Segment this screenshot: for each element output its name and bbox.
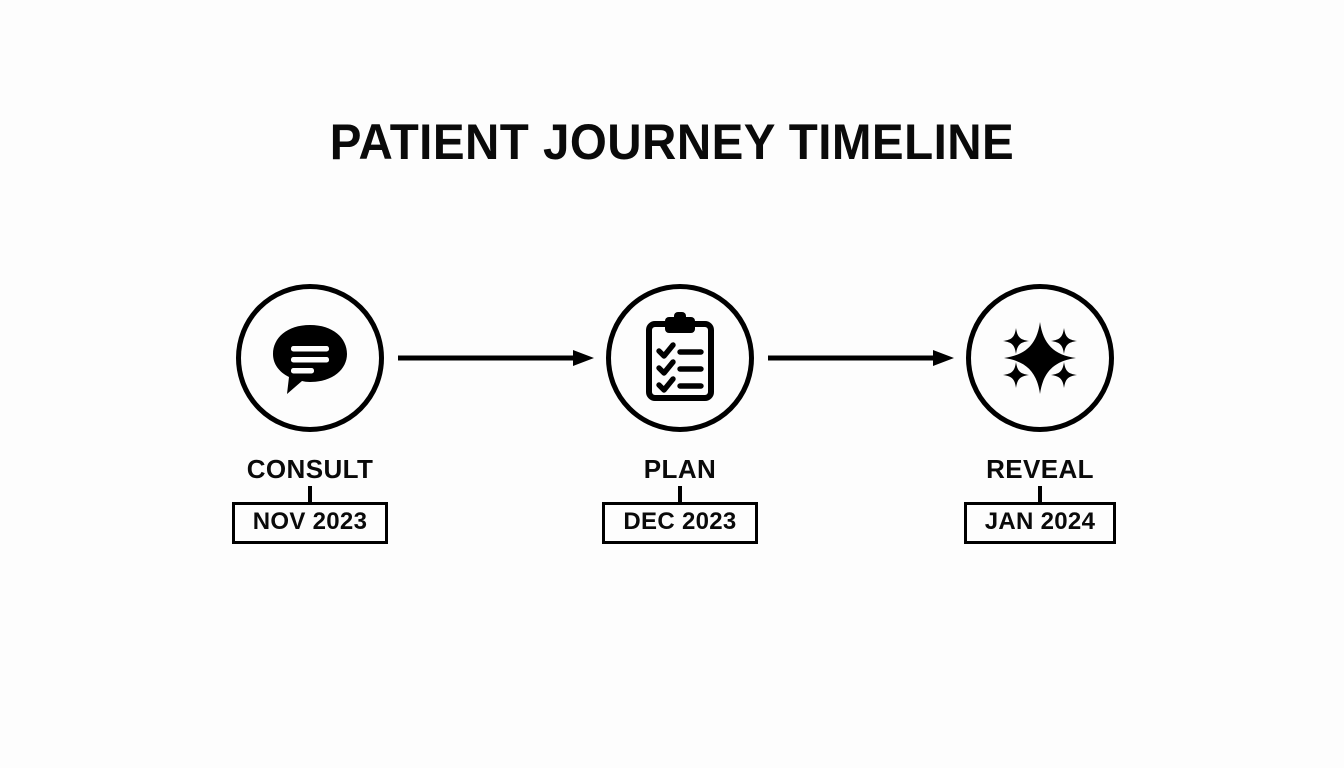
- step-icon-circle-consult: [236, 284, 384, 432]
- page-title: PATIENT JOURNEY TIMELINE: [329, 114, 1015, 170]
- arrow-plan-to-reveal: [768, 348, 954, 368]
- step-icon-circle-plan: [606, 284, 754, 432]
- timeline-step-consult[interactable]: CONSULT NOV 2023: [190, 284, 430, 544]
- step-date-consult: NOV 2023: [231, 502, 389, 544]
- step-date-reveal: JAN 2024: [963, 502, 1117, 544]
- step-label-consult: CONSULT: [246, 454, 374, 484]
- step-date-plan: DEC 2023: [602, 502, 758, 544]
- speech-bubble-icon: [267, 315, 353, 401]
- arrow-consult-to-plan: [398, 348, 594, 368]
- timeline-step-reveal[interactable]: REVEAL JAN 2024: [920, 284, 1160, 544]
- sparkles-icon: [996, 314, 1084, 402]
- step-label-plan: PLAN: [643, 454, 717, 484]
- step-connector-tick-plan: [678, 486, 682, 502]
- step-icon-circle-reveal: [966, 284, 1114, 432]
- step-connector-tick-reveal: [1038, 486, 1042, 502]
- timeline-step-plan[interactable]: PLAN DEC 2023: [560, 284, 800, 544]
- step-label-reveal: REVEAL: [986, 454, 1094, 484]
- clipboard-checklist-icon: [637, 312, 723, 404]
- step-connector-tick-consult: [308, 486, 312, 502]
